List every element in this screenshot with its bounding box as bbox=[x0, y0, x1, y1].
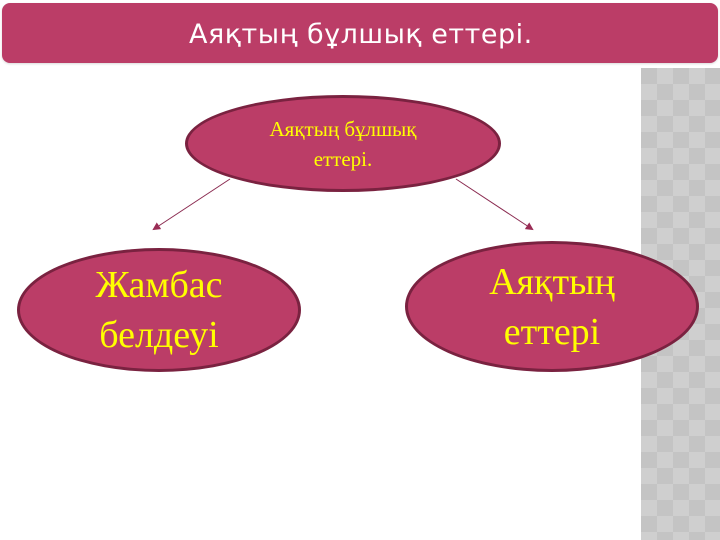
arrow-to-right-node bbox=[455, 178, 534, 231]
arrow-to-left-node bbox=[152, 178, 231, 231]
root-node-line2: еттері. bbox=[313, 146, 373, 171]
child-node-line2: белдеуі bbox=[99, 314, 219, 356]
child-node-line1: Аяқтың bbox=[489, 260, 615, 303]
root-node-line1: Аяқтың бұлшық bbox=[269, 116, 417, 141]
child-node-leg-muscles: Аяқтың еттері bbox=[405, 241, 699, 372]
slide-title: Аяқтың бұлшық еттері. bbox=[189, 19, 533, 50]
root-node: Аяқтың бұлшық еттері. bbox=[185, 95, 501, 192]
child-node-pelvic-girdle: Жамбас белдеуі bbox=[17, 248, 301, 372]
title-bar: Аяқтың бұлшық еттері. bbox=[2, 3, 718, 63]
child-node-line2: еттері bbox=[503, 310, 601, 353]
child-node-line1: Жамбас bbox=[95, 264, 223, 306]
